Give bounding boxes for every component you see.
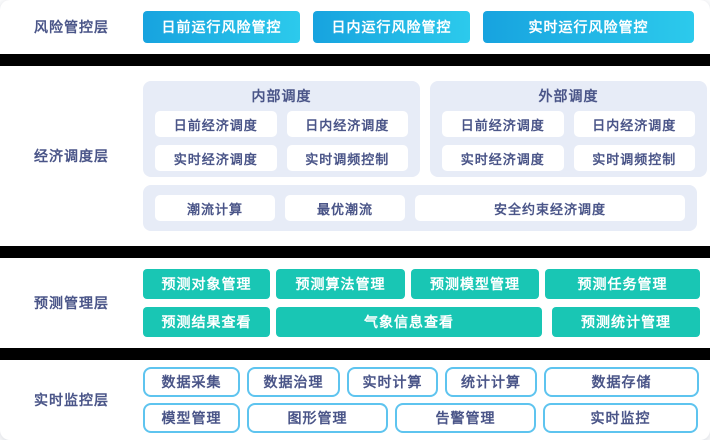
internal-dispatch-grid: 日前经济调度 日内经济调度 实时经济调度 实时调频控制 — [155, 111, 408, 171]
btn-external-day-ahead-dispatch[interactable]: 日前经济调度 — [442, 111, 564, 137]
btn-forecast-model-mgmt[interactable]: 预测模型管理 — [411, 269, 539, 299]
risk-button-row: 日前运行风险管控 日内运行风险管控 实时运行风险管控 — [143, 11, 694, 43]
external-dispatch-panel: 外部调度 日前经济调度 日内经济调度 实时经济调度 实时调频控制 — [430, 81, 707, 177]
economic-content: 内部调度 日前经济调度 日内经济调度 实时经济调度 实时调频控制 外部调度 日前… — [143, 81, 707, 231]
layer-divider-1 — [0, 54, 710, 66]
btn-day-ahead-risk-control[interactable]: 日前运行风险管控 — [143, 11, 300, 43]
btn-optimal-power-flow[interactable]: 最优潮流 — [285, 195, 405, 221]
internal-dispatch-title: 内部调度 — [251, 88, 312, 104]
btn-forecast-object-mgmt[interactable]: 预测对象管理 — [143, 269, 270, 299]
btn-intraday-risk-control[interactable]: 日内运行风险管控 — [313, 11, 470, 43]
forecast-row-1: 预测对象管理 预测算法管理 预测模型管理 预测任务管理 — [143, 269, 700, 299]
btn-forecast-stats-mgmt[interactable]: 预测统计管理 — [552, 307, 700, 337]
layer-label-monitor: 实时监控层 — [34, 392, 109, 408]
btn-internal-freq-control[interactable]: 实时调频控制 — [286, 145, 408, 171]
forecast-content: 预测对象管理 预测算法管理 预测模型管理 预测任务管理 预测结果查看 气象信息查… — [143, 269, 700, 337]
internal-dispatch-panel: 内部调度 日前经济调度 日内经济调度 实时经济调度 实时调频控制 — [143, 81, 420, 177]
layer-divider-2 — [0, 246, 710, 258]
layer-divider-3 — [0, 348, 710, 360]
btn-model-mgmt[interactable]: 模型管理 — [143, 403, 240, 433]
external-dispatch-title: 外部调度 — [538, 88, 599, 104]
monitor-row-2: 模型管理 图形管理 告警管理 实时监控 — [143, 403, 699, 433]
layer-forecast-management: 预测管理层 预测对象管理 预测算法管理 预测模型管理 预测任务管理 预测结果查看… — [0, 258, 710, 348]
dispatch-panels: 内部调度 日前经济调度 日内经济调度 实时经济调度 实时调频控制 外部调度 日前… — [143, 81, 707, 177]
btn-external-realtime-dispatch[interactable]: 实时经济调度 — [442, 145, 564, 171]
layer-realtime-monitoring: 实时监控层 数据采集 数据治理 实时计算 统计计算 数据存储 模型管理 图形管理… — [0, 360, 710, 440]
btn-internal-realtime-dispatch[interactable]: 实时经济调度 — [155, 145, 277, 171]
btn-power-flow-calculation[interactable]: 潮流计算 — [155, 195, 275, 221]
btn-forecast-result-view[interactable]: 预测结果查看 — [143, 307, 270, 337]
btn-data-governance[interactable]: 数据治理 — [247, 367, 340, 397]
external-dispatch-grid: 日前经济调度 日内经济调度 实时经济调度 实时调频控制 — [442, 111, 695, 171]
btn-realtime-computing[interactable]: 实时计算 — [347, 367, 438, 397]
btn-external-freq-control[interactable]: 实时调频控制 — [573, 145, 695, 171]
layer-economic-dispatch: 经济调度层 内部调度 日前经济调度 日内经济调度 实时经济调度 实时调频控制 外… — [0, 66, 710, 246]
calculation-panel: 潮流计算 最优潮流 安全约束经济调度 — [143, 185, 697, 231]
forecast-row-2: 预测结果查看 气象信息查看 预测统计管理 — [143, 307, 700, 337]
btn-internal-intraday-dispatch[interactable]: 日内经济调度 — [286, 111, 408, 137]
btn-realtime-risk-control[interactable]: 实时运行风险管控 — [483, 11, 694, 43]
btn-alarm-mgmt[interactable]: 告警管理 — [395, 403, 536, 433]
btn-forecast-task-mgmt[interactable]: 预测任务管理 — [545, 269, 700, 299]
btn-statistical-computing[interactable]: 统计计算 — [445, 367, 537, 397]
btn-data-collection[interactable]: 数据采集 — [143, 367, 240, 397]
layer-label-economic: 经济调度层 — [34, 148, 109, 164]
layer-risk-management: 风险管控层 日前运行风险管控 日内运行风险管控 实时运行风险管控 — [0, 0, 710, 54]
monitor-content: 数据采集 数据治理 实时计算 统计计算 数据存储 模型管理 图形管理 告警管理 … — [143, 367, 699, 433]
btn-graphic-mgmt[interactable]: 图形管理 — [247, 403, 388, 433]
btn-external-intraday-dispatch[interactable]: 日内经济调度 — [573, 111, 695, 137]
btn-security-constrained-dispatch[interactable]: 安全约束经济调度 — [415, 195, 685, 221]
btn-realtime-monitor[interactable]: 实时监控 — [543, 403, 698, 433]
layer-label-risk: 风险管控层 — [34, 19, 109, 35]
btn-forecast-algorithm-mgmt[interactable]: 预测算法管理 — [276, 269, 405, 299]
btn-internal-day-ahead-dispatch[interactable]: 日前经济调度 — [155, 111, 277, 137]
btn-data-storage[interactable]: 数据存储 — [544, 367, 699, 397]
layer-label-forecast: 预测管理层 — [34, 295, 109, 311]
monitor-row-1: 数据采集 数据治理 实时计算 统计计算 数据存储 — [143, 367, 699, 397]
btn-weather-info-view[interactable]: 气象信息查看 — [276, 307, 542, 337]
